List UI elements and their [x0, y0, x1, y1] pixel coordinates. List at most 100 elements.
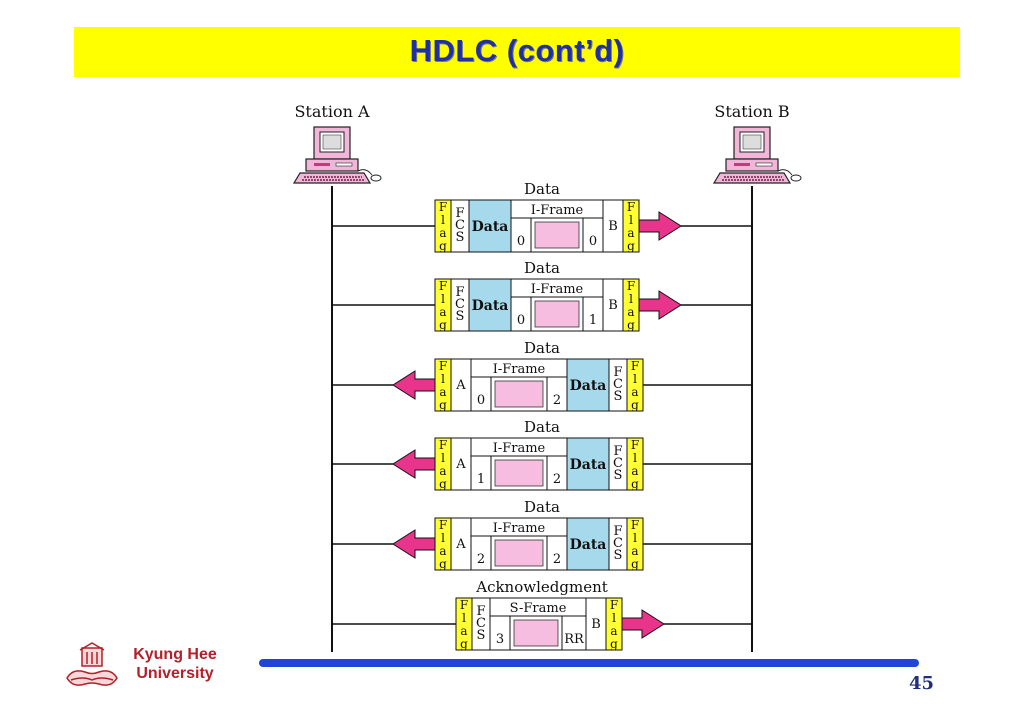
frame-type-label: I-Frame — [493, 362, 546, 377]
page-title: HDLC (cont’d) — [409, 33, 625, 68]
flag-letter: a — [439, 385, 446, 399]
data-field — [566, 437, 610, 491]
arrow-right-icon — [638, 211, 682, 241]
arrow-left-icon — [392, 449, 436, 479]
flag-letter: F — [439, 518, 447, 532]
flag-letter: g — [439, 557, 447, 571]
fcs-letter: C — [455, 297, 465, 312]
station-a-label: Station A — [294, 102, 370, 121]
university-logo-icon — [66, 642, 118, 686]
flag-letter: F — [460, 598, 468, 612]
fcs-letter: F — [455, 285, 464, 300]
frame-type-label: S-Frame — [510, 601, 567, 616]
frame-caption: Data — [524, 339, 560, 357]
flag-letter: l — [462, 611, 466, 625]
control-slot — [534, 221, 580, 249]
flag-letter: a — [631, 464, 638, 478]
fcs-letter: C — [455, 218, 465, 233]
flag-letter: l — [633, 372, 637, 386]
frame-type-label: I-Frame — [531, 282, 584, 297]
fcs-letter: F — [613, 444, 622, 459]
fcs-letter: S — [456, 230, 465, 245]
footer-rule — [259, 659, 919, 667]
flag-letter: g — [627, 239, 635, 253]
flag-letter: l — [629, 292, 633, 306]
flag-letter: a — [439, 305, 446, 319]
control-left-code: 0 — [477, 393, 485, 408]
flag-letter: l — [633, 531, 637, 545]
data-field-label: Data — [570, 537, 607, 553]
control-slot — [494, 380, 544, 408]
flag-letter: g — [439, 477, 447, 491]
fcs-letter: S — [456, 309, 465, 324]
address-label: B — [608, 219, 618, 234]
flag-letter: a — [627, 226, 634, 240]
flag-letter: l — [441, 372, 445, 386]
flag-letter: F — [439, 200, 447, 214]
flag-letter: l — [441, 292, 445, 306]
flag-letter: a — [439, 226, 446, 240]
data-field-label: Data — [570, 378, 607, 394]
flag-letter: a — [610, 624, 617, 638]
arrow-left-icon — [392, 370, 436, 400]
flag-letter: F — [610, 598, 618, 612]
address-label: A — [455, 378, 466, 393]
address-label: B — [608, 298, 618, 313]
control-right-code: 2 — [553, 393, 561, 408]
fcs-letter: F — [613, 365, 622, 380]
fcs-letter: F — [455, 206, 464, 221]
data-field-label: Data — [472, 219, 509, 235]
fcs-letter: S — [477, 628, 486, 643]
flag-letter: a — [627, 305, 634, 319]
flag-letter: g — [439, 239, 447, 253]
flag-letter: l — [441, 531, 445, 545]
control-slot — [494, 459, 544, 487]
flag-letter: F — [631, 518, 639, 532]
control-left-code: 0 — [517, 234, 525, 249]
station-b-computer-icon — [713, 126, 802, 184]
fcs-letter: S — [614, 468, 623, 483]
data-field — [566, 517, 610, 571]
data-field-label: Data — [570, 457, 607, 473]
flag-letter: g — [631, 557, 639, 571]
flag-letter: l — [441, 451, 445, 465]
flag-letter: g — [610, 637, 618, 651]
data-field — [468, 278, 512, 332]
arrow-right-icon — [621, 609, 665, 639]
station-b-label: Station B — [714, 102, 789, 121]
control-left-code: 0 — [517, 313, 525, 328]
flag-letter: g — [631, 477, 639, 491]
frame-type-label: I-Frame — [493, 441, 546, 456]
fcs-letter: F — [476, 604, 485, 619]
flag-letter: a — [460, 624, 467, 638]
flag-letter: g — [460, 637, 468, 651]
flag-letter: a — [439, 544, 446, 558]
flag-letter: a — [631, 385, 638, 399]
flag-letter: l — [612, 611, 616, 625]
flag-letter: g — [439, 398, 447, 412]
flag-letter: l — [629, 213, 633, 227]
flag-letter: g — [439, 318, 447, 332]
fcs-letter: F — [613, 524, 622, 539]
flag-letter: a — [631, 544, 638, 558]
flag-letter: g — [631, 398, 639, 412]
fcs-letter: C — [613, 377, 623, 392]
fcs-letter: S — [614, 548, 623, 563]
control-left-code: 2 — [477, 552, 485, 567]
title-bar: HDLC (cont’d) — [74, 27, 960, 77]
page-number: 45 — [909, 673, 935, 694]
university-line-1: Kyung Hee — [133, 646, 217, 663]
address-label: B — [591, 617, 601, 632]
arrow-left-icon — [392, 529, 436, 559]
flag-letter: g — [627, 318, 635, 332]
fcs-letter: C — [476, 616, 486, 631]
flag-letter: F — [439, 359, 447, 373]
flag-letter: F — [439, 438, 447, 452]
